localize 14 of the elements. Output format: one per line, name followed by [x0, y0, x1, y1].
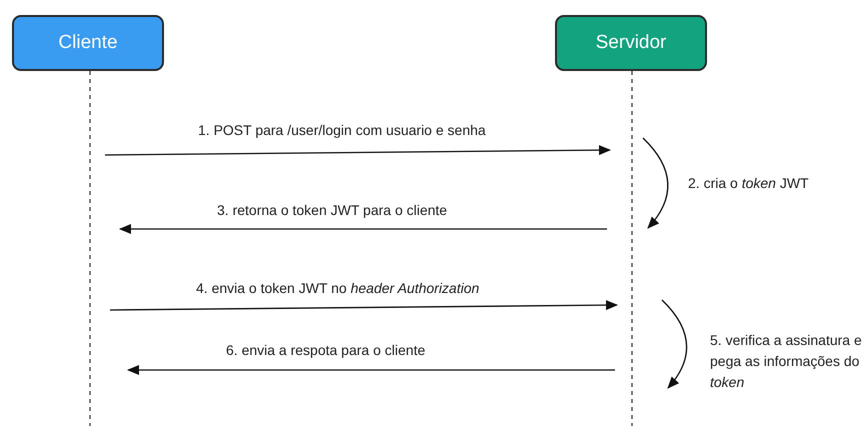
- participant-box: Cliente: [12, 15, 164, 71]
- edge-label: 1. POST para /user/login com usuario e senha: [198, 122, 486, 138]
- edge-label: 4. envia o token JWT no header Authorization: [196, 280, 480, 296]
- message-arrow: [127, 365, 615, 375]
- self-message-arrow: [662, 300, 688, 389]
- message-arrow: [110, 300, 618, 311]
- participant-box: Servidor: [555, 15, 707, 71]
- edge-label: 2. cria o token JWT: [688, 174, 810, 193]
- edge-label: 6. envia a respota para o cliente: [226, 342, 426, 358]
- message-arrow: [105, 145, 611, 156]
- edge-label: 5. verifica a assinatura e pega as informações do token: [710, 331, 863, 392]
- message-arrow: [119, 224, 607, 234]
- edge-label: 3. retorna o token JWT para o cliente: [217, 202, 448, 218]
- self-message-arrow: [642, 138, 668, 229]
